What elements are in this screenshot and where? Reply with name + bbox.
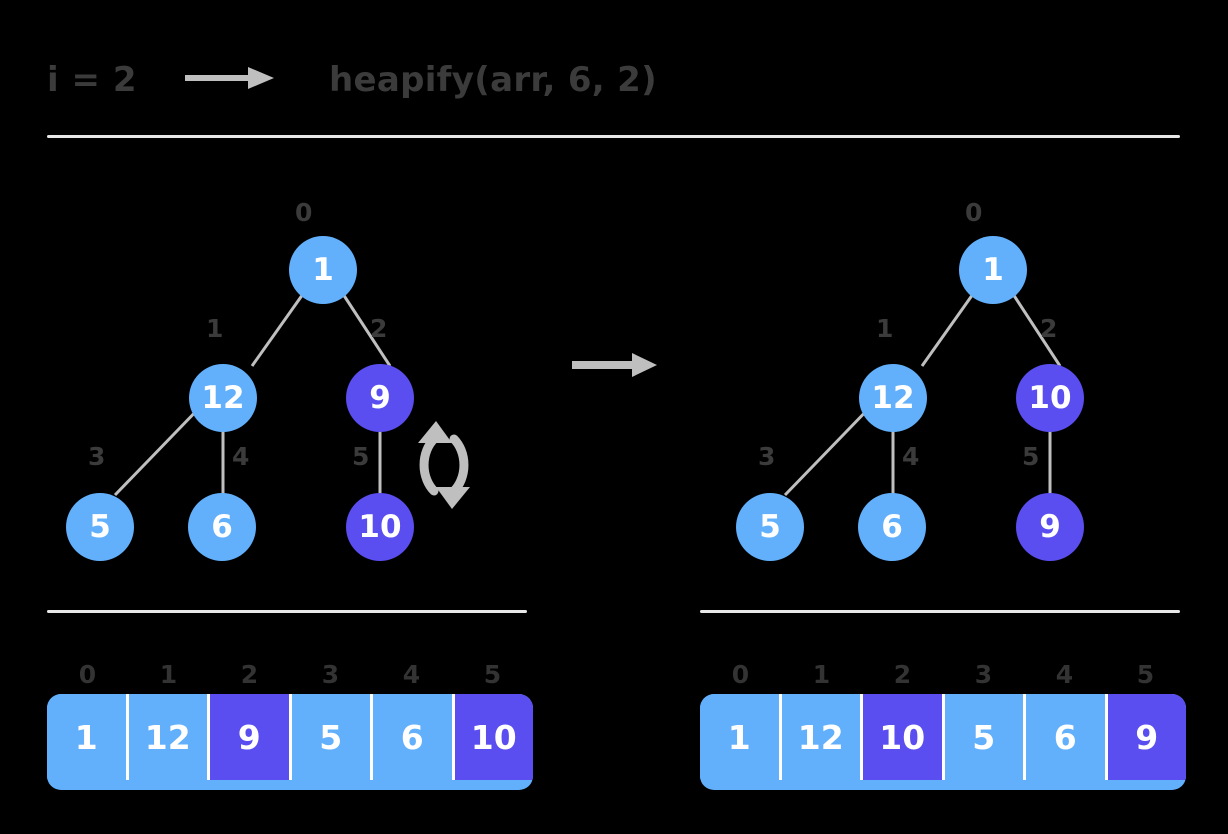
tree-node-3[interactable]: 5 (736, 493, 804, 561)
array-cell[interactable]: 9 (207, 694, 289, 780)
node-index-4: 4 (232, 442, 250, 471)
node-index-3: 3 (88, 442, 106, 471)
node-index-1: 1 (876, 314, 894, 343)
array-cell[interactable]: 9 (1104, 694, 1186, 780)
array-index: 3 (321, 660, 340, 689)
divider-right (700, 610, 1180, 613)
array-index: 4 (402, 660, 421, 689)
node-index-2: 2 (1040, 314, 1058, 343)
node-index-5: 5 (1022, 442, 1040, 471)
right-arrow-icon (184, 65, 275, 95)
divider-left (47, 610, 527, 613)
header: i = 2 heapify(arr, 6, 2) (47, 50, 657, 110)
array-cell[interactable]: 12 (778, 694, 860, 780)
array-cell[interactable]: 10 (860, 694, 942, 780)
array-index: 2 (240, 660, 259, 689)
tree-node-5[interactable]: 10 (346, 493, 414, 561)
node-index-5: 5 (352, 442, 370, 471)
array-index: 5 (483, 660, 502, 689)
array-index: 4 (1055, 660, 1074, 689)
iteration-label: i = 2 (47, 60, 137, 100)
tree-node-1[interactable]: 12 (859, 364, 927, 432)
array-cell[interactable]: 10 (451, 694, 533, 780)
array-container: 1 12 9 5 6 10 (47, 694, 533, 790)
array-index: 1 (812, 660, 831, 689)
tree-node-0[interactable]: 1 (959, 236, 1027, 304)
array-container: 1 12 10 5 6 9 (700, 694, 1186, 790)
array-index: 3 (974, 660, 993, 689)
tree-before: 0 1 1 12 2 9 3 5 4 6 5 10 (30, 190, 550, 590)
array-index: 1 (159, 660, 178, 689)
tree-node-0[interactable]: 1 (289, 236, 357, 304)
swap-circular-arrows-icon (404, 413, 484, 517)
node-index-4: 4 (902, 442, 920, 471)
node-index-0: 0 (965, 198, 983, 227)
transition-right-arrow-icon (572, 352, 658, 382)
tree-node-1[interactable]: 12 (189, 364, 257, 432)
array-index: 0 (731, 660, 750, 689)
array-index: 5 (1136, 660, 1155, 689)
array-index: 0 (78, 660, 97, 689)
array-index-row: 0 1 2 3 4 5 (47, 660, 533, 694)
tree-node-3[interactable]: 5 (66, 493, 134, 561)
array-after: 0 1 2 3 4 5 1 12 10 5 6 9 (700, 660, 1186, 790)
node-index-2: 2 (370, 314, 388, 343)
tree-node-4[interactable]: 6 (858, 493, 926, 561)
node-index-1: 1 (206, 314, 224, 343)
tree-node-5[interactable]: 9 (1016, 493, 1084, 561)
heapify-call-label: heapify(arr, 6, 2) (328, 60, 657, 100)
divider-top (47, 135, 1180, 138)
tree-node-4[interactable]: 6 (188, 493, 256, 561)
array-index: 2 (893, 660, 912, 689)
node-index-3: 3 (758, 442, 776, 471)
array-cell[interactable]: 5 (941, 694, 1023, 780)
array-cell[interactable]: 5 (288, 694, 370, 780)
node-index-0: 0 (295, 198, 313, 227)
array-cell[interactable]: 1 (47, 694, 126, 780)
array-cell[interactable]: 6 (1023, 694, 1105, 780)
array-before: 0 1 2 3 4 5 1 12 9 5 6 10 (47, 660, 533, 790)
array-index-row: 0 1 2 3 4 5 (700, 660, 1186, 694)
array-cell[interactable]: 12 (125, 694, 207, 780)
tree-after: 0 1 1 12 2 10 3 5 4 6 5 9 (690, 190, 1210, 590)
tree-node-2[interactable]: 9 (346, 364, 414, 432)
array-cell[interactable]: 6 (370, 694, 452, 780)
array-cell[interactable]: 1 (700, 694, 779, 780)
tree-node-2[interactable]: 10 (1016, 364, 1084, 432)
